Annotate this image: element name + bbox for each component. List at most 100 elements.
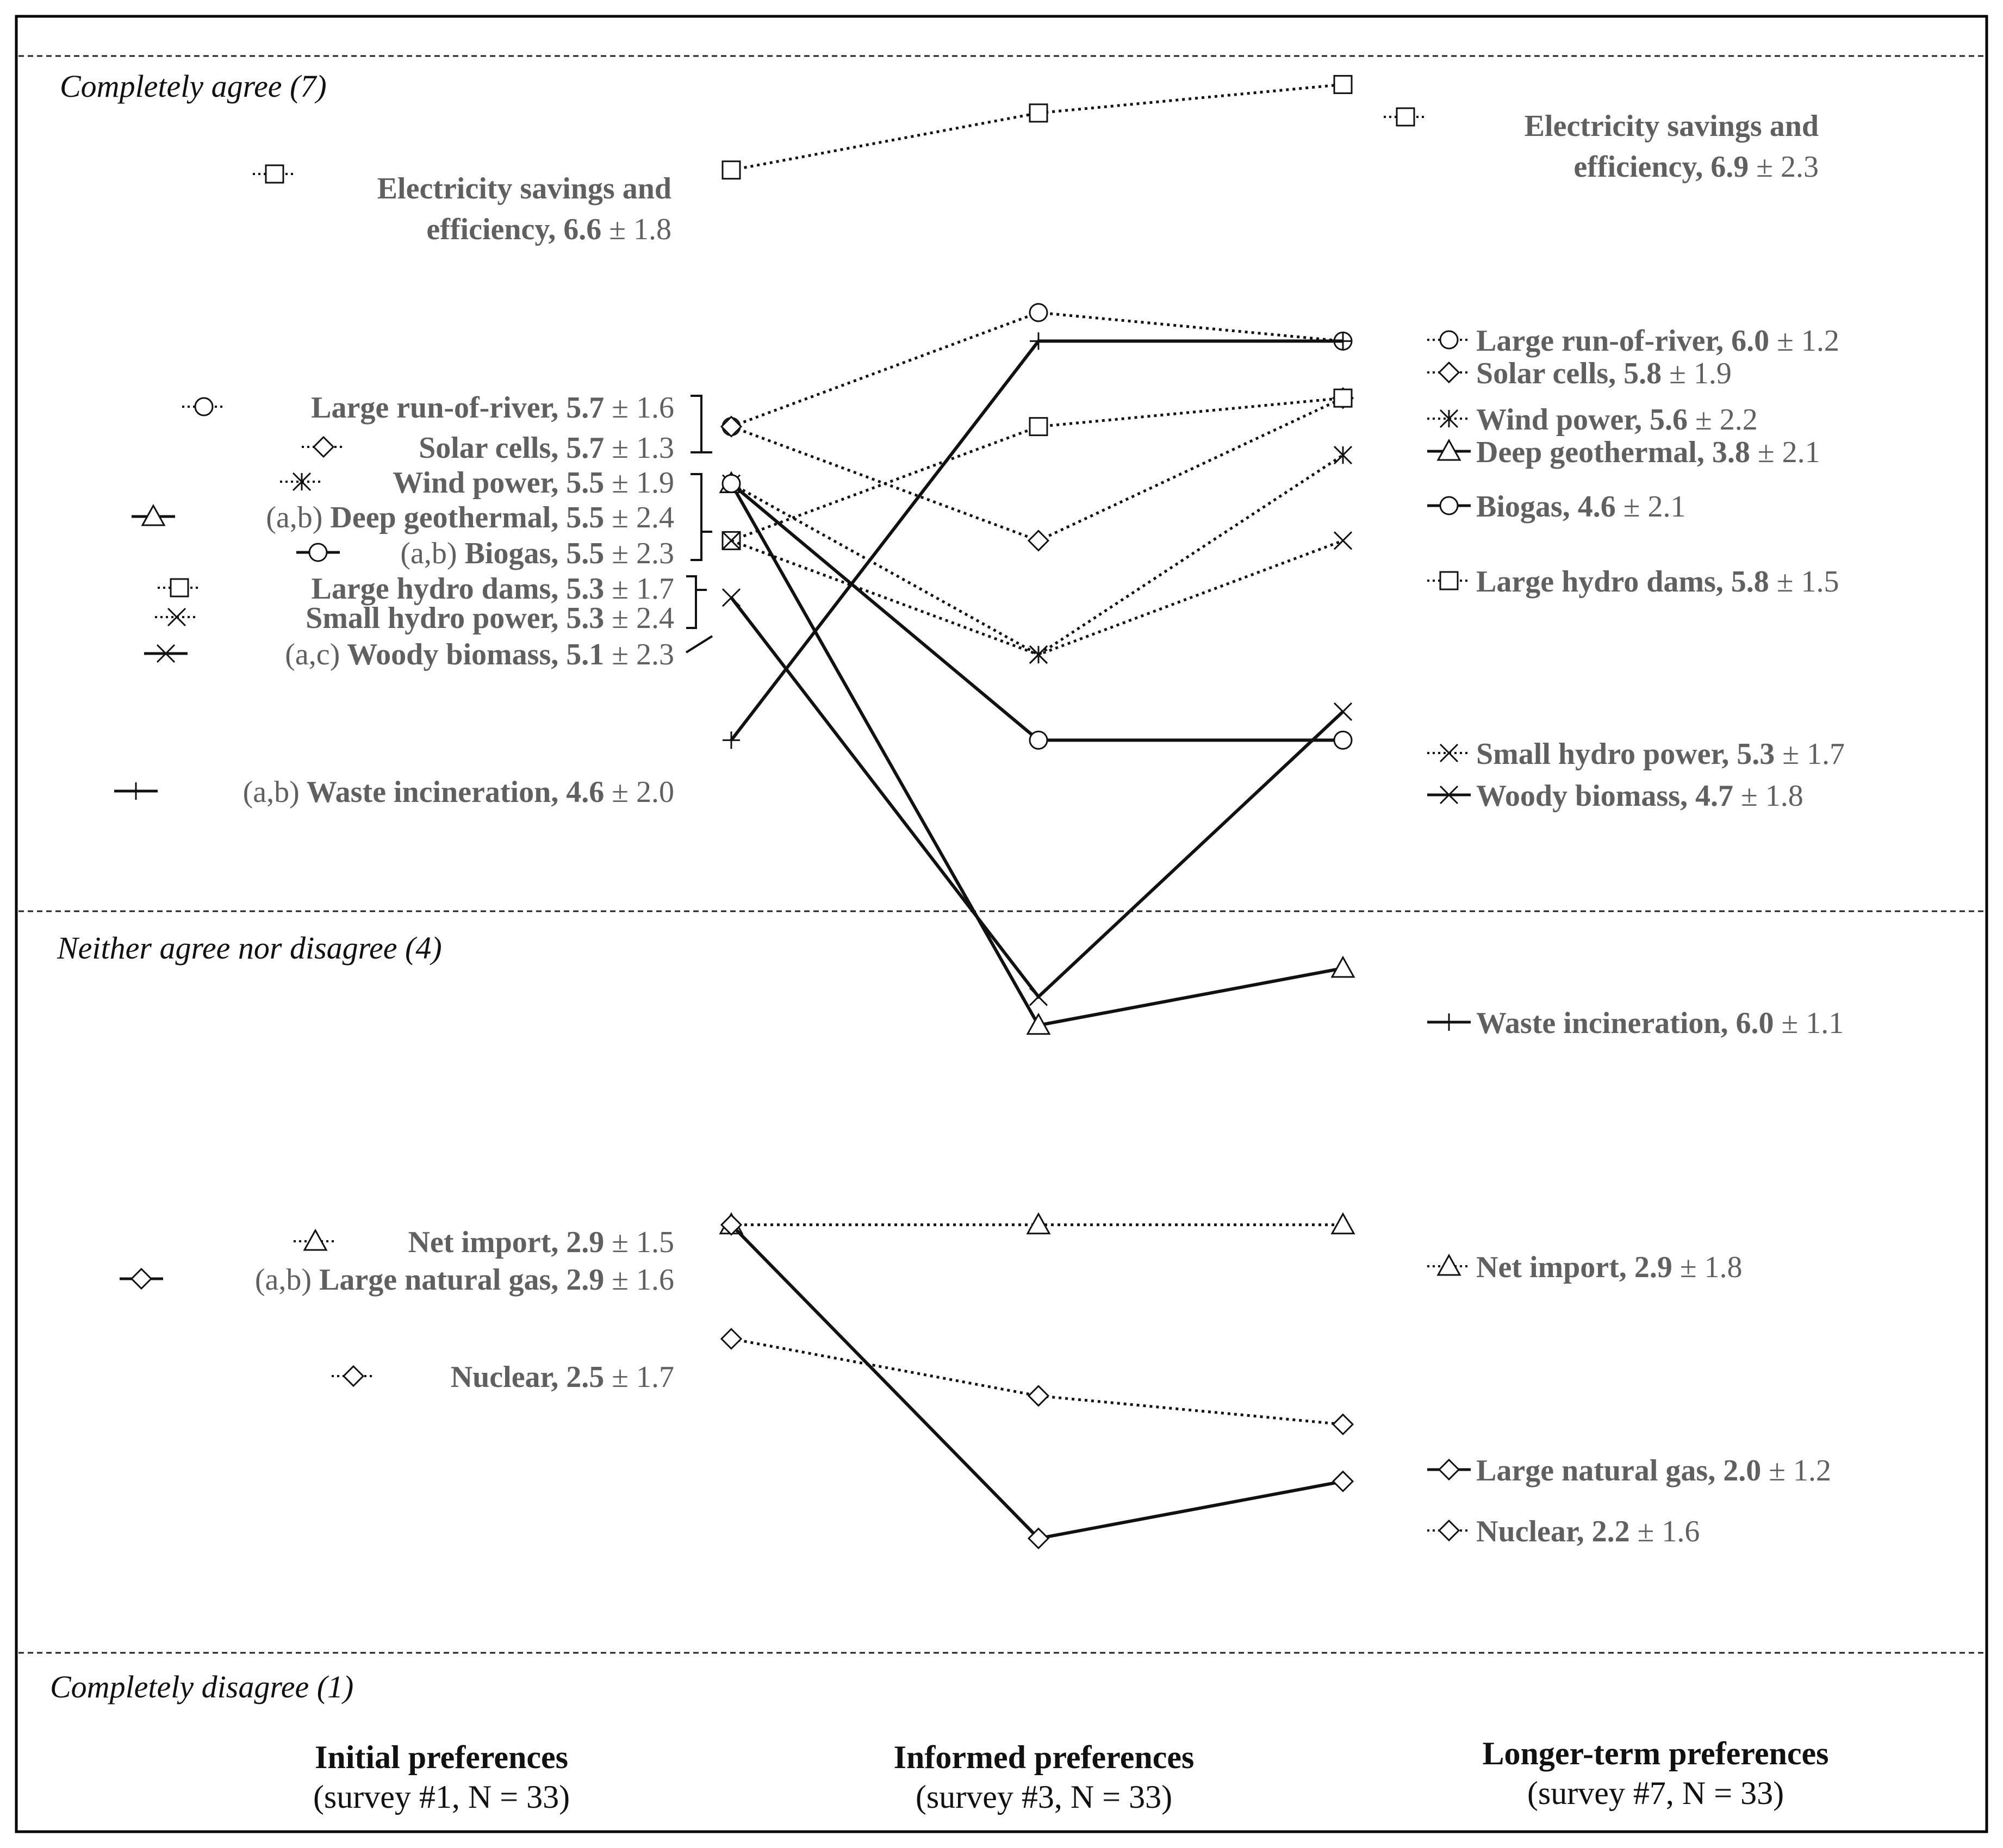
- woody-biomass-right-legend-glyph: [1427, 785, 1471, 805]
- label-right-large-run-of-river: Large run-of-river, 6.0 ± 1.2: [1476, 324, 1839, 358]
- series-line-small-hydro-power: [731, 539, 1343, 656]
- column-title-1: Initial preferences: [315, 1739, 568, 1775]
- label-left-net-import: Net import, 2.9 ± 1.5: [408, 1225, 674, 1259]
- label-right-woody-biomass: Woody biomass, 4.7 ± 1.8: [1476, 779, 1803, 813]
- column-sub-2: (survey #3, N = 33): [916, 1779, 1172, 1815]
- solar-cells-right-legend-glyph: [1427, 361, 1471, 384]
- wind-power-right-legend-marker: [1439, 409, 1459, 428]
- series-line-large-run-of-river: [731, 311, 1343, 428]
- label-left-large-natural-gas: (a,b) Large natural gas, 2.9 ± 1.6: [255, 1263, 674, 1297]
- point-nuclear-3: [1332, 1413, 1354, 1435]
- deep-geothermal-left-legend-glyph: [132, 503, 175, 526]
- solar-cells-left-legend-glyph: [302, 435, 345, 458]
- series-line-electricity-savings-and-efficiency: [731, 83, 1343, 172]
- point-electricity-savings-and-efficiency-3: [1333, 74, 1353, 94]
- label-left-wind-power: Wind power, 5.5 ± 1.9: [393, 466, 674, 500]
- label-left-woody-biomass: (a,c) Woody biomass, 5.1 ± 2.3: [285, 638, 674, 671]
- deep-geothermal-left-legend-marker: [141, 503, 166, 526]
- level-label-7: Completely agree (7): [60, 69, 327, 104]
- nuclear-right-legend-marker: [1438, 1519, 1460, 1542]
- nuclear-left-legend-marker: [342, 1365, 365, 1387]
- label-left-small-hydro-power: Small hydro power, 5.3 ± 2.4: [306, 601, 674, 635]
- deep-geothermal-right-legend-glyph: [1427, 438, 1471, 461]
- label-left-nuclear: Nuclear, 2.5 ± 1.7: [451, 1360, 674, 1394]
- wind-power-left-legend-glyph: [280, 472, 324, 491]
- label-right-waste-incineration: Waste incineration, 6.0 ± 1.1: [1476, 1006, 1844, 1040]
- biogas-left-legend-marker: [308, 543, 328, 562]
- waste-incineration-left-legend-glyph: [114, 782, 158, 800]
- series-line-woody-biomass: [730, 596, 1345, 999]
- label-left-waste-incineration: (a,b) Waste incineration, 4.6 ± 2.0: [243, 775, 674, 809]
- waste-incineration-left-legend-marker: [127, 782, 145, 800]
- series-line-large-natural-gas: [730, 1223, 1343, 1540]
- nuclear-right-legend-glyph: [1427, 1519, 1471, 1542]
- biogas-right-legend-marker: [1439, 496, 1459, 515]
- large-natural-gas-right-legend-marker: [1438, 1458, 1460, 1481]
- label-right-electricity-savings-and-efficiency-line2: efficiency, 6.9 ± 2.3: [1573, 150, 1819, 184]
- column-title-3: Longer-term preferences: [1483, 1735, 1829, 1771]
- point-biogas-3: [1333, 730, 1353, 750]
- point-waste-incineration-2: [1030, 332, 1047, 350]
- point-woody-biomass-1: [721, 588, 741, 607]
- large-natural-gas-right-legend-glyph: [1427, 1458, 1471, 1481]
- solar-cells-left-legend-marker: [312, 435, 335, 458]
- net-import-right-legend-glyph: [1427, 1253, 1471, 1276]
- point-electricity-savings-and-efficiency-2: [1029, 103, 1048, 123]
- point-nuclear-2: [1027, 1385, 1050, 1407]
- waste-incineration-right-legend-marker: [1440, 1013, 1458, 1031]
- electricity-savings-and-efficiency-right-legend-glyph: [1384, 107, 1427, 127]
- point-small-hydro-power-3: [1333, 531, 1353, 550]
- waste-incineration-right-legend-glyph: [1427, 1013, 1471, 1031]
- point-waste-incineration-3: [1334, 332, 1352, 350]
- small-hydro-power-left-legend-glyph: [155, 607, 198, 627]
- large-hydro-dams-right-legend-glyph: [1427, 571, 1471, 590]
- column-sub-3: (survey #7, N = 33): [1527, 1775, 1784, 1811]
- label-right-biogas: Biogas, 4.6 ± 2.1: [1476, 490, 1685, 524]
- net-import-left-legend-glyph: [294, 1228, 337, 1251]
- point-large-natural-gas-2: [1027, 1527, 1050, 1550]
- net-import-left-legend-marker: [303, 1228, 328, 1251]
- point-waste-incineration-1: [723, 731, 740, 749]
- point-solar-cells-2: [1027, 530, 1050, 552]
- point-electricity-savings-and-efficiency-1: [721, 160, 741, 180]
- label-left-solar-cells: Solar cells, 5.7 ± 1.3: [419, 431, 674, 465]
- label-left-electricity-savings-and-efficiency-line1: Electricity savings and: [377, 172, 671, 206]
- label-left-deep-geothermal: (a,b) Deep geothermal, 5.5 ± 2.4: [266, 501, 674, 534]
- large-natural-gas-left-legend-marker: [130, 1267, 153, 1290]
- point-biogas-2: [1029, 730, 1048, 750]
- label-brackets: [685, 395, 713, 654]
- point-net-import-2: [1026, 1212, 1051, 1235]
- large-run-of-river-right-legend-marker: [1439, 330, 1459, 350]
- label-left-biogas: (a,b) Biogas, 5.5 ± 2.3: [400, 537, 674, 570]
- label-right-large-hydro-dams: Large hydro dams, 5.8 ± 1.5: [1476, 565, 1839, 599]
- electricity-savings-and-efficiency-left-legend-glyph: [253, 164, 296, 184]
- point-nuclear-1: [720, 1328, 743, 1350]
- point-small-hydro-power-2: [1029, 645, 1048, 664]
- electricity-savings-and-efficiency-left-legend-marker: [265, 164, 284, 184]
- solar-cells-right-legend-marker: [1438, 361, 1460, 384]
- biogas-right-legend-glyph: [1427, 496, 1471, 515]
- label-left-large-hydro-dams: Large hydro dams, 5.3 ± 1.7: [311, 572, 674, 606]
- point-woody-biomass-2: [1029, 987, 1048, 1006]
- nuclear-left-legend-glyph: [332, 1365, 375, 1387]
- small-hydro-power-right-legend-glyph: [1427, 743, 1471, 763]
- point-wind-power-3: [1333, 446, 1353, 465]
- series-layer: [719, 74, 1355, 1550]
- point-large-run-of-river-2: [1029, 303, 1048, 322]
- large-hydro-dams-left-legend-glyph: [158, 578, 201, 598]
- label-left-large-run-of-river: Large run-of-river, 5.7 ± 1.6: [311, 391, 674, 425]
- series-line-nuclear: [731, 1337, 1343, 1426]
- point-woody-biomass-3: [1333, 702, 1353, 721]
- wind-power-right-legend-glyph: [1427, 409, 1471, 428]
- point-small-hydro-power-1: [721, 531, 741, 550]
- point-deep-geothermal-3: [1330, 955, 1355, 978]
- point-solar-cells-1: [720, 415, 743, 438]
- level-label-1: Completely disagree (1): [50, 1669, 353, 1704]
- large-hydro-dams-left-legend-marker: [170, 578, 189, 598]
- large-run-of-river-left-legend-marker: [194, 397, 214, 416]
- label-right-large-natural-gas: Large natural gas, 2.0 ± 1.2: [1476, 1454, 1831, 1488]
- small-hydro-power-right-legend-marker: [1439, 743, 1459, 763]
- label-right-nuclear: Nuclear, 2.2 ± 1.6: [1476, 1515, 1700, 1548]
